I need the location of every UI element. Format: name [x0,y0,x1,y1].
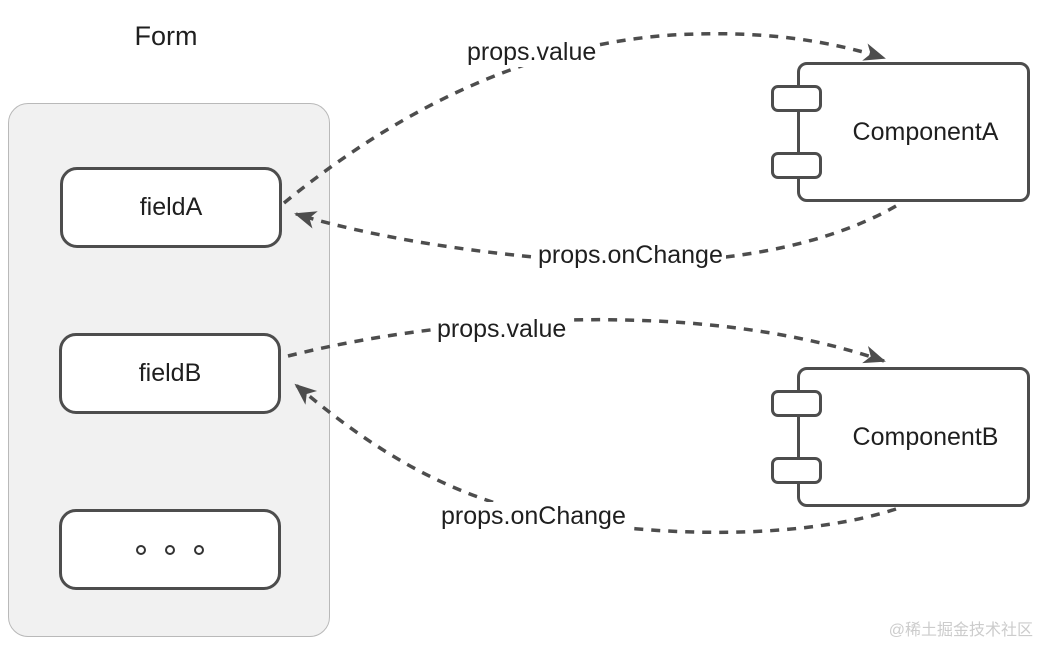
field-b-box: fieldB [59,333,281,414]
uml-component-tab-icon [771,390,822,417]
field-a-label: fieldA [139,193,203,221]
uml-component-tab-icon [771,152,822,179]
component-b-box: ComponentB [771,367,1030,507]
arrow-props-value-b [287,317,886,364]
field-b-label: fieldB [138,359,202,387]
dot-icon [165,544,175,555]
ellipsis-box [59,509,281,590]
ellipsis-dots-icon [136,544,204,555]
form-container: fieldA fieldB [8,103,330,637]
field-a-box: fieldA [60,167,282,248]
dot-icon [194,544,204,555]
uml-component-tab-icon [771,85,822,112]
component-a-label: ComponentA [852,117,999,146]
dot-icon [136,544,146,555]
arrow-label-props-value-b: props.value [434,315,570,344]
uml-component-tab-icon [771,457,822,484]
arrow-label-props-value-a: props.value [464,38,600,67]
arrow-label-props-onchange-b: props.onChange [438,502,629,531]
component-b-label: ComponentB [852,422,999,451]
arrow-label-props-onchange-a: props.onChange [535,241,726,270]
form-title: Form [134,21,198,51]
component-a-box: ComponentA [771,62,1030,202]
watermark: @稀土掘金技术社区 [888,622,1033,639]
